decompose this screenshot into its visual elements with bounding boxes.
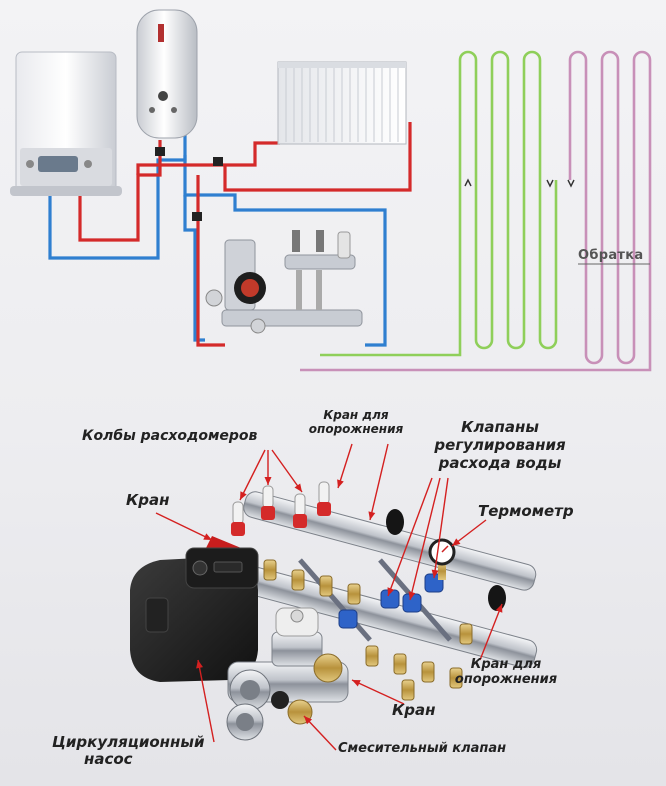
callout-line <box>409 477 441 601</box>
callout-line <box>387 477 433 597</box>
label-thermometer: Термометр <box>478 502 574 520</box>
callout-line <box>271 449 303 493</box>
flowmeter-glass <box>232 501 244 525</box>
heating-schematic <box>10 9 652 372</box>
callout-arrowhead <box>452 538 461 546</box>
callout-arrowhead <box>337 479 344 488</box>
callout-line <box>197 659 215 743</box>
callout-arrowhead <box>408 591 416 600</box>
callout-line <box>239 449 266 501</box>
flow-direction-arrows <box>464 178 575 188</box>
callout-arrows <box>155 443 503 751</box>
callout-arrowhead <box>352 680 361 687</box>
floor-loop-return <box>300 50 652 372</box>
flowmeter-cap <box>231 522 245 536</box>
label-valve-left: Кран <box>126 491 170 509</box>
floor-loop-supply <box>320 50 558 357</box>
callout-line <box>369 443 389 521</box>
callout-arrowhead <box>495 604 503 613</box>
label-drain-valve-top-line1: Кран для <box>323 408 389 422</box>
flowmeter-cap <box>317 502 331 516</box>
label-valve-bottom: Кран <box>392 701 436 719</box>
brass-outlet <box>393 653 407 675</box>
label-drain-valve-top-line2: опорожнения <box>308 421 404 436</box>
label-circulation-pump-line1: Циркуляционный <box>52 733 205 751</box>
label-drain-valve-right-line2: опорожнения <box>454 671 558 687</box>
control-valve-cap <box>338 609 358 629</box>
callout-line <box>155 512 213 541</box>
return-line-label: Обратка <box>578 248 644 263</box>
label-control-valves-line3: расхода воды <box>438 454 562 472</box>
flowmeter-glass <box>318 481 330 505</box>
label-circulation-pump: Циркуляционный насос <box>52 733 205 769</box>
brass-outlets <box>263 559 473 701</box>
brass-outlet <box>401 679 415 701</box>
circulation-pump <box>130 547 259 682</box>
thermometer-gauge <box>428 538 456 580</box>
brass-outlet <box>421 661 435 683</box>
callout-arrowhead <box>294 483 302 492</box>
manifold-schematic <box>205 230 363 334</box>
callout-arrowhead <box>304 716 313 725</box>
brass-outlet <box>459 623 473 645</box>
brass-outlet <box>347 583 361 605</box>
callout-line <box>479 603 503 661</box>
callout-arrowhead <box>264 477 272 485</box>
control-valve-caps <box>338 573 444 629</box>
label-drain-valve-right: Кран для опорожнения <box>450 657 562 688</box>
supply-pipes <box>78 122 412 347</box>
water-heater-tank <box>136 9 198 139</box>
flowmeter-cap <box>261 506 275 520</box>
label-control-valves-line2: регулирования <box>434 436 566 454</box>
callout-arrowhead <box>196 660 203 669</box>
flowmeter-glass <box>294 493 306 517</box>
callout-line <box>433 477 449 579</box>
radiator <box>277 61 407 145</box>
label-flowmeter-bulbs: Колбы расходомеров <box>82 428 258 444</box>
brass-outlet <box>291 569 305 591</box>
mixing-valve <box>226 607 349 741</box>
label-mixing-valve: Смесительный клапан <box>338 741 507 756</box>
callout-arrowhead <box>431 569 439 578</box>
label-control-valves-line1: Клапаны <box>461 418 539 436</box>
callout-arrowhead <box>203 533 212 540</box>
label-control-valves: Клапаны регулирования расхода воды <box>430 418 570 472</box>
flowmeter-glass <box>262 485 274 509</box>
callout-line <box>351 679 405 705</box>
label-circulation-pump-line2: насос <box>84 750 133 769</box>
brass-outlet <box>263 559 277 581</box>
flowmeter-cap <box>293 514 307 528</box>
callout-arrowhead <box>240 491 247 500</box>
label-drain-valve-top: Кран для опорожнения <box>300 408 412 437</box>
brass-outlet <box>449 667 463 689</box>
pipe-couplings <box>155 147 223 221</box>
wall-boiler <box>10 51 122 196</box>
label-drain-valve-right-line1: Кран для <box>470 657 542 672</box>
brass-outlet <box>365 645 379 667</box>
callout-arrowhead <box>368 511 376 520</box>
brass-outlet <box>319 575 333 597</box>
flowmeter-bulbs <box>231 481 331 536</box>
callout-arrowhead <box>387 587 395 596</box>
